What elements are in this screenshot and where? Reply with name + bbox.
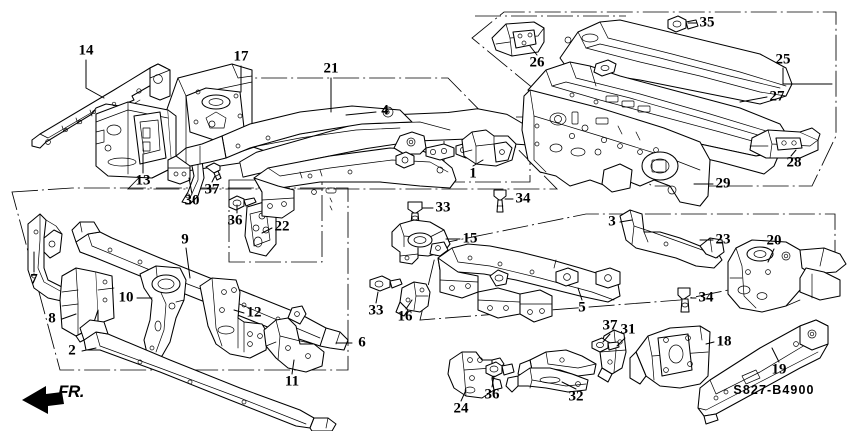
callout-17: 17 [233, 48, 249, 65]
part-1-bracket [461, 129, 517, 167]
callout-23: 23 [715, 231, 731, 248]
callout-33: 33 [368, 302, 384, 319]
callout-1: 1 [469, 165, 477, 182]
part-33-bolt-lower [369, 275, 403, 292]
callout-14: 14 [78, 42, 94, 59]
part-29-dash-panel [521, 89, 711, 207]
group-box-25 [471, 11, 837, 187]
callout-24: 24 [453, 400, 469, 417]
part-10-support-side [139, 265, 187, 359]
part-5-rear-side-frame [437, 243, 621, 323]
callout-36: 36 [227, 212, 243, 229]
part-12-support-bracket [199, 277, 269, 359]
callout-34: 34 [515, 190, 531, 207]
part-36-bolt-upper [228, 195, 257, 211]
part-19-side-sill [697, 319, 829, 425]
callout-13: 13 [135, 172, 151, 189]
callout-32: 32 [568, 388, 584, 405]
callout-2: 2 [68, 342, 76, 359]
callout-34: 34 [698, 289, 714, 306]
callout-22: 22 [274, 218, 290, 235]
part-37-bolt-upper [205, 162, 222, 181]
part-34-bolt-lower [677, 287, 691, 313]
callout-3: 3 [608, 213, 616, 230]
callout-31: 31 [620, 321, 636, 338]
part-20-damper-housing-rh [727, 239, 847, 313]
part-28-bracket [749, 127, 821, 159]
part-2-lower-beam [79, 319, 337, 431]
callout-5: 5 [578, 299, 586, 316]
callout-29: 29 [715, 175, 731, 192]
callout-15: 15 [462, 230, 478, 247]
callout-7: 7 [30, 271, 38, 288]
part-14-upper-member [31, 63, 171, 149]
part-26-dash-bracket [491, 21, 545, 57]
callout-16: 16 [397, 308, 413, 325]
callout-26: 26 [529, 54, 545, 71]
callout-28: 28 [786, 154, 802, 171]
callout-37: 37 [602, 317, 618, 334]
callout-20: 20 [766, 232, 782, 249]
part-16-bracket [395, 281, 431, 317]
callout-33: 33 [435, 199, 451, 216]
part-18-rear-bulkhead [629, 325, 711, 389]
callout-25: 25 [775, 51, 791, 68]
callout-9: 9 [181, 231, 189, 248]
callout-18: 18 [716, 333, 732, 350]
part-11-center-support [263, 305, 325, 373]
callout-11: 11 [284, 373, 300, 390]
group-box-6 [11, 187, 349, 371]
diagram-part-code: S827-B4900 [733, 383, 815, 397]
part-13-wheelhouse [95, 101, 177, 179]
front-direction-label: FR. [58, 382, 84, 401]
part-35-bolt [667, 15, 699, 33]
part-15-engine-mount [391, 219, 451, 265]
callout-27: 27 [769, 88, 785, 105]
callout-8: 8 [48, 310, 56, 327]
part-3-frame-end [619, 209, 725, 269]
callout-4: 4 [381, 102, 389, 119]
callout-30: 30 [184, 192, 200, 209]
callout-6: 6 [358, 334, 366, 351]
front-direction-arrow [22, 386, 64, 414]
part-36-bolt-lower [485, 361, 515, 378]
callout-19: 19 [771, 361, 787, 378]
callout-21: 21 [323, 60, 339, 77]
leader-lines [33, 22, 833, 402]
callout-12: 12 [246, 304, 262, 321]
callout-36: 36 [484, 386, 500, 403]
callout-37: 37 [204, 181, 220, 198]
callout-35: 35 [699, 14, 715, 31]
part-34-bolt-upper [493, 189, 507, 213]
callout-10: 10 [118, 289, 134, 306]
